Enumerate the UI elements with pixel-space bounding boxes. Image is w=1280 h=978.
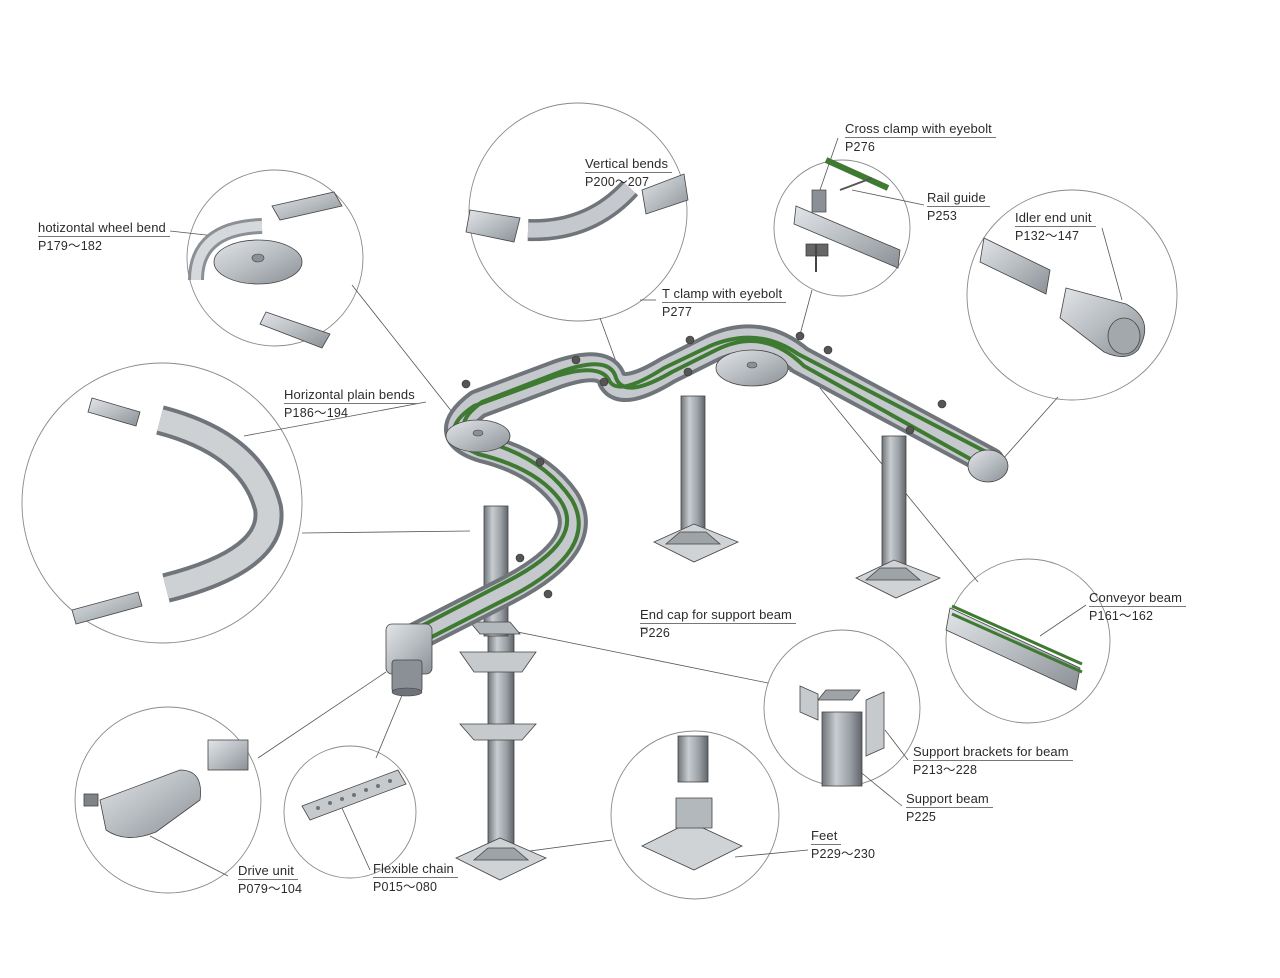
label-t-clamp: T clamp with eyebolt P277 (662, 286, 787, 319)
label-vertical-bends-page: P200～207 (585, 175, 650, 189)
support-beam-detail (799, 685, 885, 787)
label-feet-page: P229～230 (811, 847, 876, 861)
label-t-clamp-name: T clamp with eyebolt (662, 287, 787, 303)
vertical-bends-detail (465, 173, 689, 243)
label-rail-guide-name: Rail guide (927, 191, 990, 207)
label-support-beam-page: P225 (906, 810, 936, 824)
label-flexible-chain-page: P015～080 (373, 880, 438, 894)
label-idler-end-unit-name: Idler end unit (1015, 211, 1096, 227)
drive-unit-detail (83, 739, 249, 838)
label-cross-clamp-name: Cross clamp with eyebolt (845, 122, 996, 138)
label-end-cap-page: P226 (640, 626, 670, 640)
label-idler-end-unit-page: P132～147 (1015, 229, 1080, 243)
label-wheel-bend: hotizontal wheel bend P179～182 (38, 220, 170, 253)
label-flexible-chain: Flexible chain P015～080 (373, 861, 458, 894)
label-cross-clamp: Cross clamp with eyebolt P276 (845, 121, 996, 154)
label-conveyor-beam-name: Conveyor beam (1089, 591, 1187, 607)
flexible-chain-detail (301, 769, 407, 821)
detail-circle-vertical-bends (468, 102, 688, 322)
detail-circle-feet (610, 730, 780, 900)
label-wheel-bend-name: hotizontal wheel bend (38, 221, 170, 237)
label-end-cap-name: End cap for support beam (640, 608, 796, 624)
label-vertical-bends-name: Vertical bends (585, 157, 673, 173)
support-post-rear-left (483, 505, 509, 637)
detail-circles (21, 102, 1178, 900)
detail-circle-idler-end (966, 189, 1178, 401)
idler-end-main (967, 449, 1009, 483)
detail-circle-wheel-bend (186, 169, 364, 347)
label-support-brackets: Support brackets for beam P213～228 (913, 744, 1073, 777)
label-plain-bends-page: P186～194 (284, 406, 349, 420)
label-rail-guide: Rail guide P253 (927, 190, 990, 223)
label-drive-unit: Drive unit P079～104 (238, 863, 302, 896)
label-vertical-bends: Vertical bends P200～207 (585, 156, 673, 189)
support-feet (455, 523, 942, 881)
label-flexible-chain-name: Flexible chain (373, 862, 458, 878)
leader-lines (149, 137, 1123, 877)
label-plain-bends: Horizontal plain bends P186～194 (284, 387, 419, 420)
label-support-brackets-page: P213～228 (913, 763, 978, 777)
label-cross-clamp-page: P276 (845, 140, 875, 154)
label-rail-guide-page: P253 (927, 209, 957, 223)
conveyor-beam-detail (945, 604, 1083, 691)
label-plain-bends-name: Horizontal plain bends (284, 388, 419, 404)
detail-circle-plain-bends (21, 362, 303, 644)
detail-circle-flexible-chain (283, 745, 417, 879)
label-support-brackets-name: Support brackets for beam (913, 745, 1073, 761)
label-t-clamp-page: P277 (662, 305, 692, 319)
label-feet-name: Feet (811, 829, 842, 845)
guide-clamps (461, 331, 947, 599)
clamps-detail (793, 157, 901, 272)
label-support-beam: Support beam P225 (906, 791, 993, 824)
support-post-middle (680, 395, 706, 537)
label-support-beam-name: Support beam (906, 792, 993, 808)
wheel-bend-detail (188, 191, 343, 349)
label-idler-end-unit: Idler end unit P132～147 (1015, 210, 1096, 243)
label-conveyor-beam-page: P161～162 (1089, 609, 1154, 623)
detail-circle-clamps (773, 159, 911, 297)
detail-circle-drive-unit (74, 706, 262, 894)
label-conveyor-beam: Conveyor beam P161～162 (1089, 590, 1187, 623)
idler-end-detail (979, 237, 1146, 357)
label-wheel-bend-page: P179～182 (38, 239, 103, 253)
main-conveyor-assembly (385, 324, 1009, 881)
label-feet: Feet P229～230 (811, 828, 875, 861)
label-drive-unit-name: Drive unit (238, 864, 298, 880)
support-post-right (881, 435, 907, 573)
feet-detail (641, 735, 743, 871)
plain-bends-detail (71, 397, 284, 625)
detail-circle-conveyor-beam (945, 558, 1111, 724)
label-end-cap: End cap for support beam P226 (640, 607, 796, 640)
drive-unit-main (385, 623, 433, 697)
label-drive-unit-page: P079～104 (238, 882, 303, 896)
